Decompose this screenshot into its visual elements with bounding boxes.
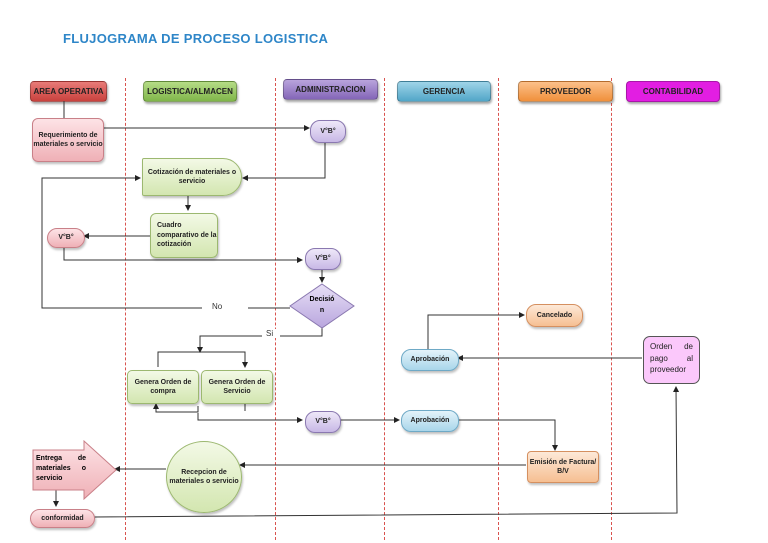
node-genera-orden-compra[interactable]: Genera Orden de compra — [127, 370, 199, 404]
lane-header-gerencia: GERENCIA — [397, 81, 491, 102]
node-aprobacion-1[interactable]: Aprobación — [401, 349, 459, 371]
node-vobo-administracion-2[interactable]: V°B° — [305, 248, 341, 270]
node-vobo-operativa[interactable]: V°B° — [47, 228, 85, 248]
node-conformidad[interactable]: conformidad — [30, 509, 95, 528]
node-orden-pago-proveedor[interactable]: Orden de pago al proveedor — [643, 336, 700, 384]
lane-header-administracion: ADMINISTRACION — [283, 79, 378, 100]
page-title: FLUJOGRAMA DE PROCESO LOGISTICA — [63, 31, 329, 46]
node-cuadro-comparativo[interactable]: Cuadro comparativo de la cotización — [150, 213, 218, 258]
lane-divider — [275, 78, 276, 540]
arrow-shape — [32, 440, 117, 500]
lane-header-logistica: LOGISTICA/ALMACEN — [143, 81, 237, 102]
lane-divider — [384, 78, 385, 540]
entrega-label: Entrega de materiales o servicio — [36, 455, 86, 482]
lane-divider — [498, 78, 499, 540]
node-cotizacion[interactable]: Cotización de materiales o servicio — [142, 158, 242, 196]
node-requerimiento[interactable]: Requerimiento de materiales o servicio — [32, 118, 104, 162]
node-genera-orden-servicio[interactable]: Genera Orden de Servicio — [201, 370, 273, 404]
lane-header-area-operativa: AREA OPERATIVA — [30, 81, 107, 102]
lane-header-contabilidad: CONTABILIDAD — [626, 81, 720, 102]
lane-header-proveedor: PROVEEDOR — [518, 81, 613, 102]
decision-label: Decisión — [309, 296, 335, 314]
lane-divider — [125, 78, 126, 540]
edge-label-si: Si — [263, 329, 277, 338]
node-vobo-administracion-3[interactable]: V°B° — [305, 411, 341, 433]
node-aprobacion-2[interactable]: Aprobación — [401, 410, 459, 432]
node-cancelado[interactable]: Cancelado — [526, 304, 583, 327]
node-decision[interactable]: Decisión — [289, 283, 355, 329]
node-emision-factura[interactable]: Emisión de Factura/ B/V — [527, 451, 599, 483]
edge-label-no: No — [209, 302, 226, 311]
node-entrega[interactable]: Entrega de materiales o servicio — [32, 440, 117, 500]
lane-divider — [611, 78, 612, 540]
node-recepcion[interactable]: Recepcion de materiales o servicio — [166, 441, 242, 513]
node-vobo-administracion-1[interactable]: V°B° — [310, 120, 346, 143]
diamond-shape — [289, 283, 355, 329]
